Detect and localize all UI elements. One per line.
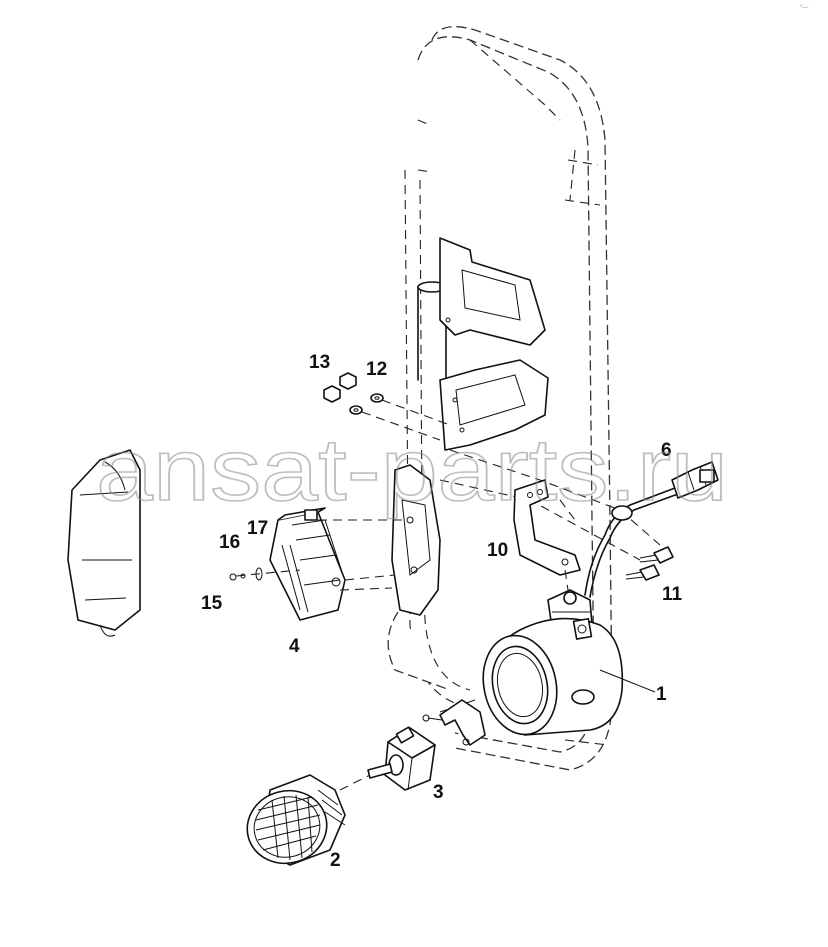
- callout-1: 1: [656, 684, 667, 705]
- nut-washer-set: [323, 372, 451, 441]
- callout-16: 16: [219, 532, 240, 553]
- callout-3: 3: [433, 782, 444, 803]
- work-light-part-1: [439, 589, 624, 736]
- callout-2: 2: [330, 850, 341, 871]
- retaining-clip: [422, 699, 486, 746]
- callout-17: 17: [247, 518, 268, 539]
- callout-10: 10: [487, 540, 508, 561]
- watermark-text: ansat-parts.ru: [96, 420, 728, 519]
- callout-15: 15: [201, 593, 223, 614]
- bolts-part-11: [625, 546, 674, 581]
- light-bracket-part-10: [513, 479, 581, 591]
- frame-mount-plates: [391, 237, 549, 616]
- corner-mark: °—: [800, 5, 808, 11]
- lamp-lens-grid: [255, 794, 321, 861]
- callout-12: 12: [366, 359, 387, 380]
- control-box-part-4: [269, 507, 346, 621]
- side-cover-panel: [67, 449, 141, 637]
- callout-13: 13: [309, 352, 330, 373]
- callout-11: 11: [662, 584, 683, 605]
- wire-harness-part-6: [584, 461, 719, 598]
- callout-4: 4: [289, 636, 300, 657]
- screw-washer-set: [229, 567, 301, 581]
- callout-labels: 1 2 3 4 6 10 11 12 13 15 16 17: [201, 352, 683, 871]
- callout-6: 6: [661, 440, 672, 461]
- lamp-unit-part-2: [246, 774, 346, 866]
- rocker-switch-part-3: [339, 726, 436, 791]
